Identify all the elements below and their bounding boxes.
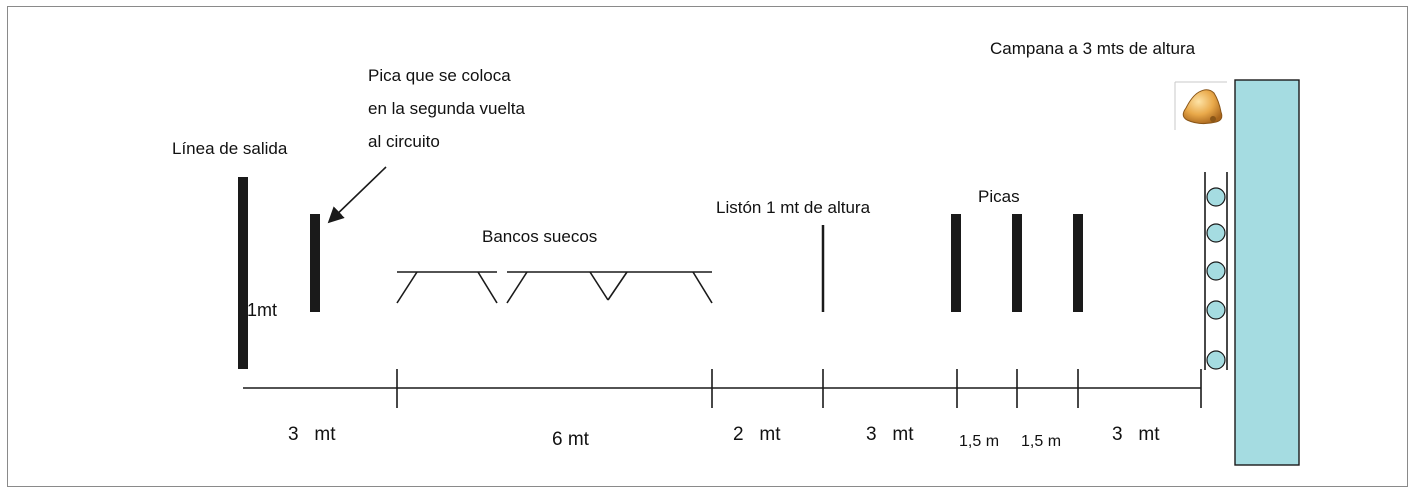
pica-note-line-2: en la segunda vuelta (368, 99, 525, 118)
bell-icon (1174, 81, 1227, 130)
diagram-frame (7, 6, 1408, 487)
climbing-ladder (1204, 172, 1228, 370)
wall (1234, 79, 1300, 466)
measurement-label: 3 mt (288, 424, 336, 445)
swedish-benches (396, 271, 713, 304)
start-line (238, 177, 248, 369)
picas-label: Picas (978, 187, 1020, 206)
measurement-label: 2 mt (733, 424, 781, 445)
pica-1 (951, 214, 961, 312)
benches-label: Bancos suecos (482, 227, 598, 246)
pica-note-line-3: al circuito (368, 132, 440, 151)
pica-note-line-1: Pica que se coloca (368, 66, 511, 85)
pica-2 (1012, 214, 1022, 312)
measurement-label: 6 mt (552, 429, 589, 450)
pointer-arrow (327, 166, 387, 224)
measurement-label: 3 mt (1112, 424, 1160, 445)
measurement-label: 1,5 m (959, 433, 1000, 450)
pica-3 (1073, 214, 1083, 312)
bell-label: Campana a 3 mts de altura (990, 39, 1196, 58)
start-line-height-label: 1mt (247, 300, 278, 320)
measurement-label: 1,5 m (1021, 433, 1062, 450)
measurement-label: 3 mt (866, 424, 914, 445)
liston-label: Listón 1 mt de altura (716, 198, 871, 217)
second-lap-pica (310, 214, 320, 312)
measurement-axis (243, 369, 1202, 408)
start-line-label: Línea de salida (172, 139, 288, 158)
